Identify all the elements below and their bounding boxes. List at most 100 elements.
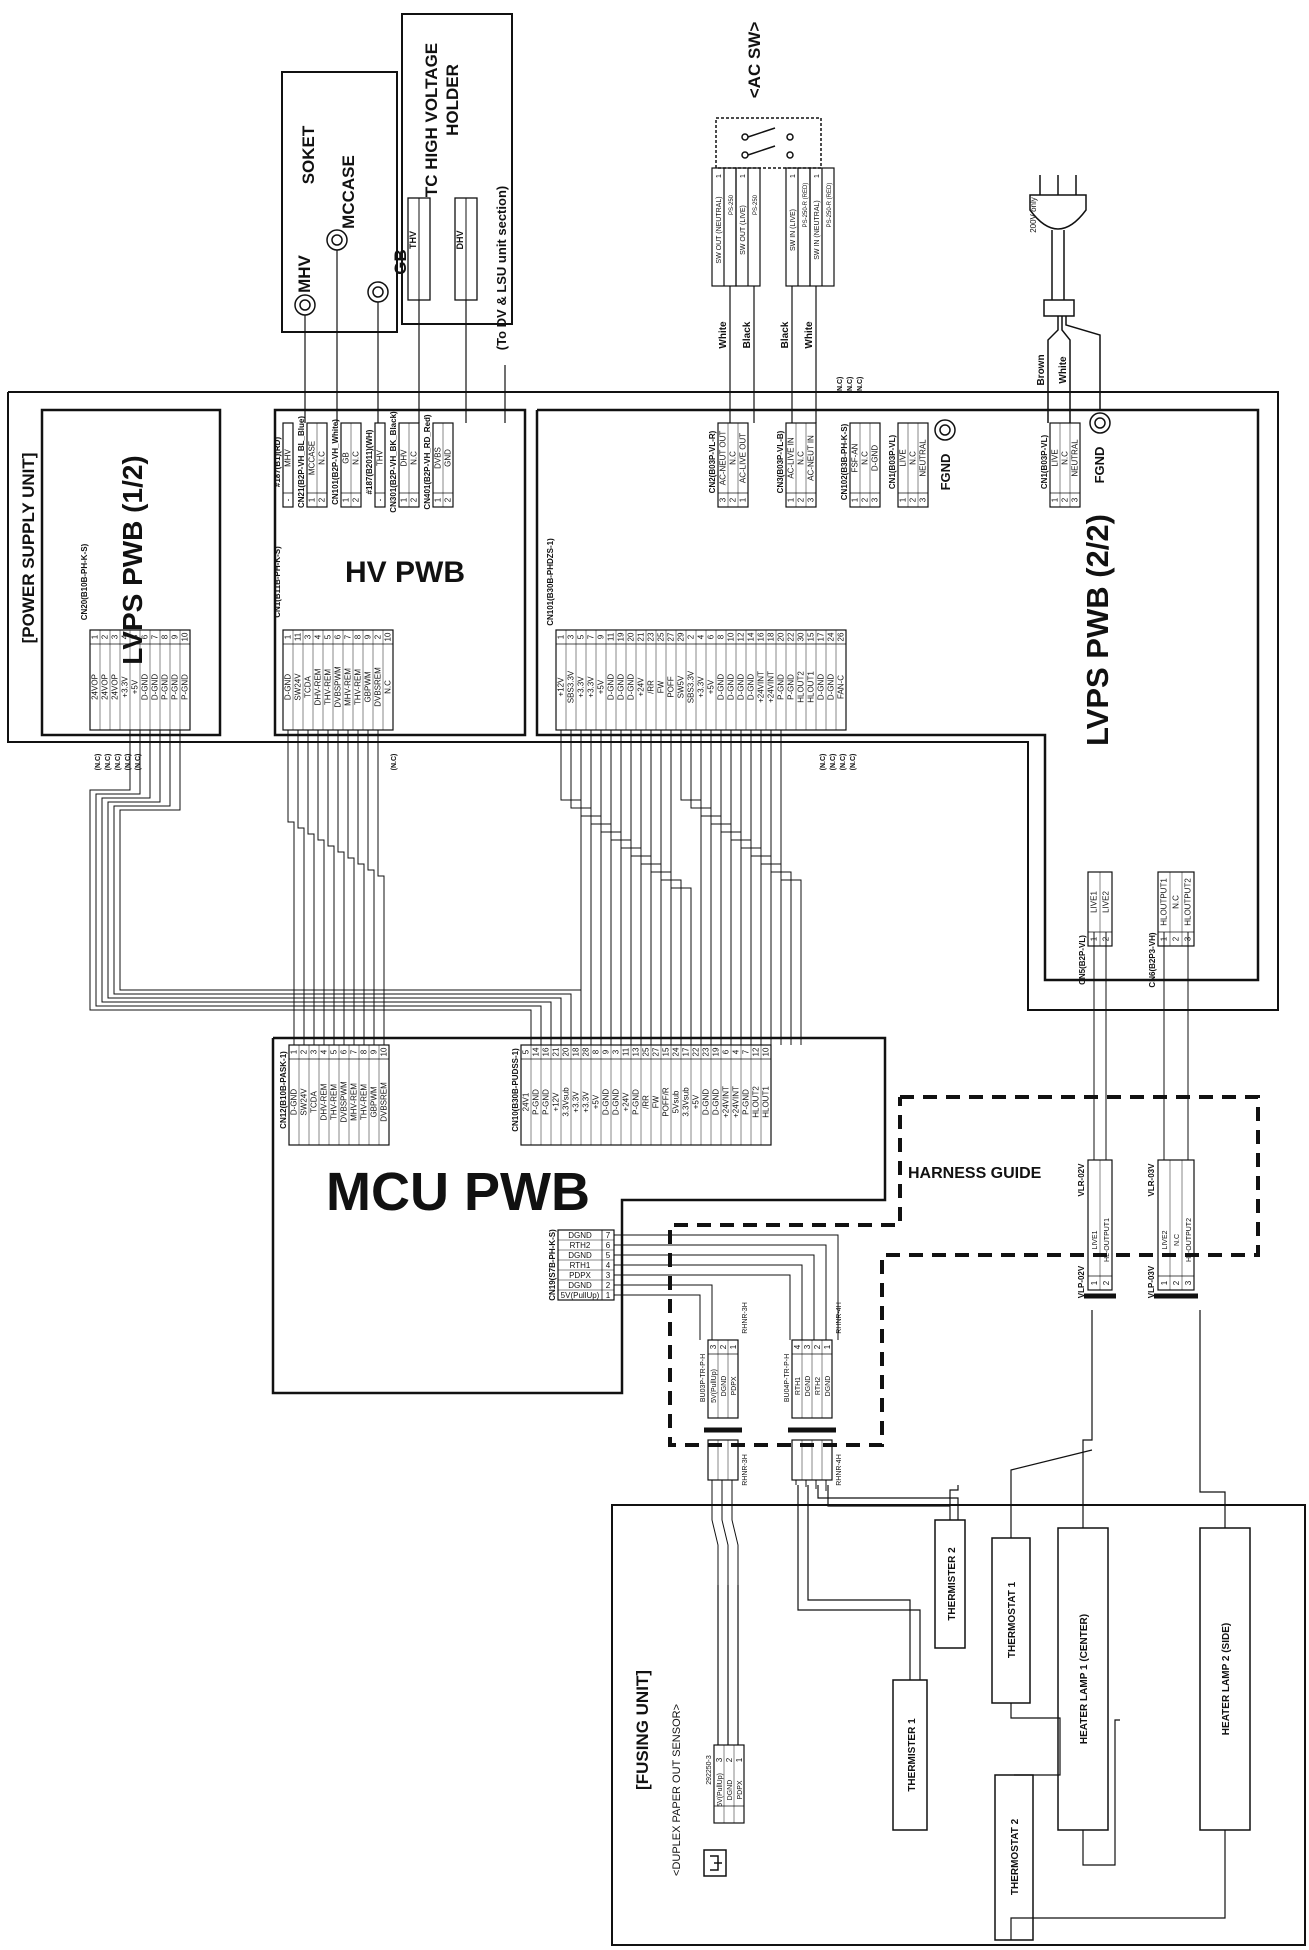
- signal-name: POFF: [667, 676, 676, 697]
- pin-number: 20: [627, 632, 636, 641]
- signal-name: THV-REM: [360, 1084, 369, 1120]
- pin-number: 11: [294, 632, 303, 641]
- signal-name: MHV-REM: [350, 1083, 359, 1121]
- wire: [614, 1234, 839, 1340]
- pin-number: 8: [592, 1049, 601, 1054]
- hv-pwb-title: HV PWB: [345, 556, 465, 589]
- signal-name: 5Vsub: [672, 1090, 681, 1113]
- pin-number: 5: [131, 634, 140, 639]
- pin-number: -: [284, 498, 293, 501]
- signal-name: D-GND: [607, 674, 616, 700]
- signal-name: D-GND: [827, 674, 836, 700]
- pin-number: 21: [637, 632, 646, 641]
- pin-number: 14: [747, 632, 756, 641]
- nc-marker: (N.C): [847, 377, 854, 394]
- signal-name: DVBS: [434, 447, 443, 469]
- pin-number: 1: [729, 1344, 738, 1349]
- cn1-connector: 1D-GND11SW24V3TCDA4DHV-REM5THV-REM6DVBSP…: [273, 546, 394, 731]
- signal-name: /RR: [647, 680, 656, 694]
- pin-number: 24: [672, 1047, 681, 1056]
- connector-title: #187(B1)(RD): [273, 437, 282, 488]
- pin-number: 25: [642, 1047, 651, 1056]
- signal-name: +12V: [557, 677, 566, 697]
- pin-number: 10: [380, 1047, 389, 1056]
- pin-number: 1: [606, 1291, 611, 1300]
- wire: [711, 1480, 719, 1745]
- signal-name: D-GND: [602, 1089, 611, 1115]
- pin-number: 9: [597, 634, 606, 639]
- nc-marker: (N.C): [135, 754, 142, 771]
- power-supply-unit-label: [POWER SUPPLY UNIT]: [19, 453, 38, 644]
- signal-name: D-GND: [612, 1089, 621, 1115]
- pin-number: 2: [797, 497, 806, 502]
- pin-number: 2: [300, 1049, 309, 1054]
- wire: [731, 1480, 739, 1745]
- connector-title: CN3(B03P-VL-B): [776, 430, 785, 493]
- pin-number: 19: [617, 632, 626, 641]
- connector-title: CN101(B2P-VH_White): [331, 419, 340, 505]
- mccase-label: MCCASE: [339, 155, 358, 229]
- connector-title: CN12(B10B-PASK-1): [279, 1051, 288, 1129]
- signal-name: +3.3V: [587, 676, 596, 698]
- pin-number: 3: [606, 1271, 611, 1280]
- signal-name: DVBSREM: [380, 1082, 389, 1122]
- pin-number: 20: [562, 1047, 571, 1056]
- socket-box: [281, 71, 398, 333]
- acsw-signal: SW IN (NEUTRAL): [814, 200, 821, 260]
- signal-name: N.C: [1172, 895, 1181, 909]
- signal-name: DHV-REM: [320, 1083, 329, 1120]
- signal-name: N.C: [384, 680, 393, 694]
- pin-number: 14: [532, 1047, 541, 1056]
- nc-marker: (N.C): [840, 754, 847, 771]
- pin-number: 3: [1184, 936, 1193, 941]
- signal-name: +5V: [592, 1094, 601, 1109]
- signal-name: HLOUTPUT2: [1184, 878, 1193, 926]
- pin-number: 3: [1071, 497, 1080, 502]
- signal-name: N.C: [410, 451, 419, 465]
- signal-name: D-GND: [727, 674, 736, 700]
- pin-number: 16: [757, 632, 766, 641]
- pin-number: 1: [1090, 1280, 1099, 1285]
- signal-name: D-GND: [747, 674, 756, 700]
- signal-name: +3.3V: [577, 676, 586, 698]
- signal-name: AC-LIVE IN: [787, 437, 796, 479]
- pin-number: 2: [410, 497, 419, 502]
- pin-number: -: [376, 498, 385, 501]
- pin-number: 1: [823, 1344, 832, 1349]
- pin-number: 25: [657, 632, 666, 641]
- signal-name: FSF-AN: [851, 443, 860, 472]
- connector-title: CN20(B10B-PH-K-S): [80, 543, 89, 620]
- pin-number: 8: [360, 1049, 369, 1054]
- fusing-unit-frame: [611, 1504, 1306, 1946]
- hv-top-connector: -THV#187(B2011)(WH): [365, 422, 386, 508]
- pin-number: 1: [1051, 497, 1060, 502]
- ac-switch-body: [715, 117, 822, 169]
- nc-marker: (N.C): [830, 754, 837, 771]
- pin-number: 1: [899, 497, 908, 502]
- signal-name: +3.3V: [572, 1091, 581, 1113]
- pin-number: 1: [400, 497, 409, 502]
- signal-name: 24VOP: [111, 674, 120, 700]
- signal-name: PDPX: [737, 1780, 744, 1799]
- connector-title: CN1(B03P-VL): [1040, 435, 1049, 490]
- signal-name: N.C: [1061, 451, 1070, 465]
- signal-name: D-GND: [712, 1089, 721, 1115]
- connector-title: BU04P-TR-P-H: [784, 1354, 791, 1402]
- pin-number: 27: [667, 632, 676, 641]
- pin-number: 2: [1172, 936, 1181, 941]
- signal-name: 3.3Vsub: [682, 1087, 691, 1117]
- signal-name: +5V: [707, 679, 716, 694]
- wire-color-white: White: [1058, 356, 1069, 384]
- heater-lamp-2-label: HEATER LAMP 2 (SIDE): [1221, 1623, 1232, 1735]
- connector-title: CN301(B2P-VH_BK_Black): [389, 411, 398, 513]
- pin-number: 1: [91, 634, 100, 639]
- pin-number: 1: [434, 497, 443, 502]
- pin-number: 6: [141, 634, 150, 639]
- signal-name: P-GND: [632, 1089, 641, 1115]
- signal-name: RTH1: [570, 1261, 591, 1270]
- signal-name: GBPWM: [370, 1086, 379, 1117]
- pin-number: 3: [612, 1049, 621, 1054]
